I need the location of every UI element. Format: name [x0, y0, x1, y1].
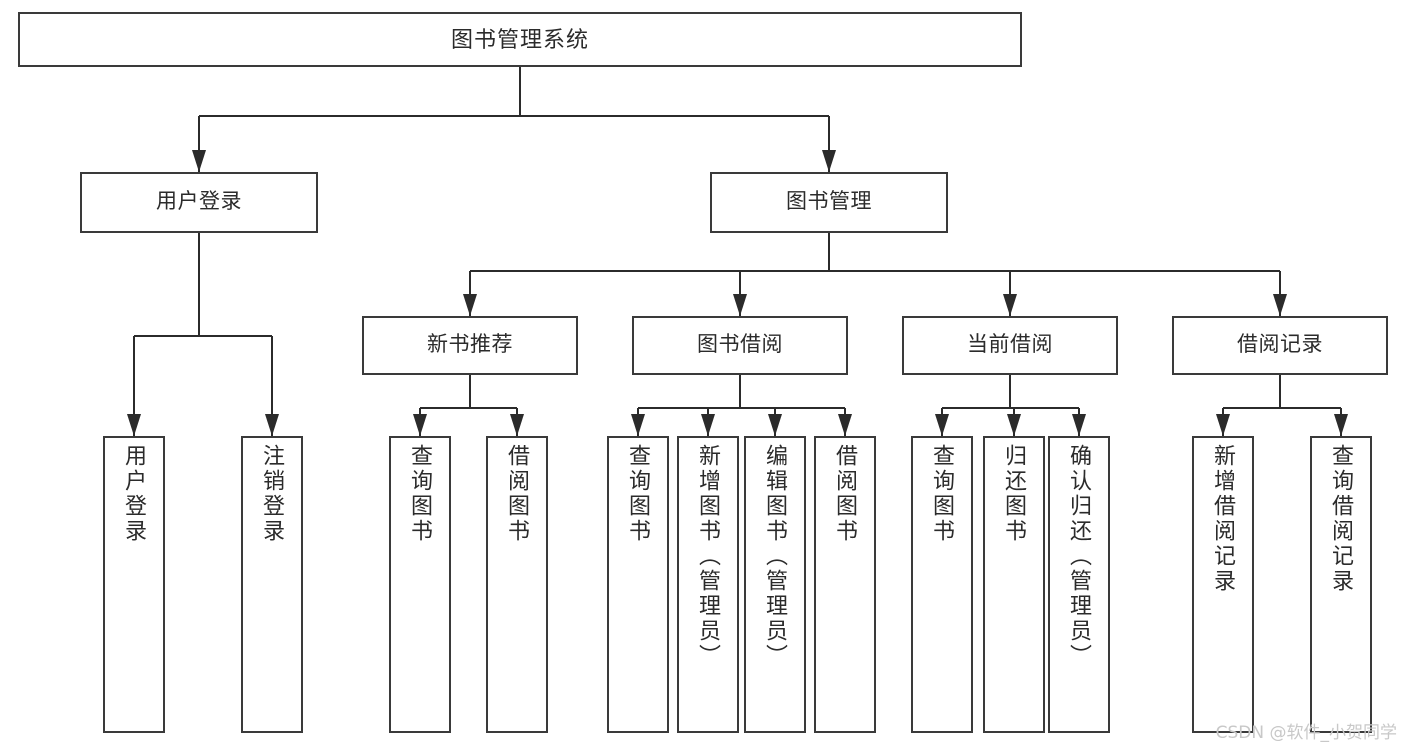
node-current-borrow[interactable]: 当前借阅 — [902, 316, 1118, 375]
node-root[interactable]: 图书管理系统 — [18, 12, 1022, 67]
arrowhead-icon-new-book-rec — [463, 294, 477, 316]
node-leaf-query-1[interactable]: 查询图书 — [389, 436, 451, 733]
node-book-manage[interactable]: 图书管理 — [710, 172, 948, 233]
arrowhead-icon-leaf-borrow-1 — [510, 414, 524, 436]
arrowhead-icon-current-borrow — [1003, 294, 1017, 316]
node-label-new-book-rec: 新书推荐 — [427, 333, 513, 357]
arrowhead-icon-user-login — [192, 150, 206, 172]
node-leaf-add-rec[interactable]: 新增借阅记录 — [1192, 436, 1254, 733]
node-label-leaf-add-rec: 新增借阅记录 — [1211, 444, 1236, 594]
watermark-text: CSDN @软件_小贺同学 — [1215, 723, 1397, 743]
node-label-user-login: 用户登录 — [156, 190, 242, 214]
node-book-borrow[interactable]: 图书借阅 — [632, 316, 848, 375]
node-leaf-query-3[interactable]: 查询图书 — [911, 436, 973, 733]
arrowhead-icon-leaf-query-1 — [413, 414, 427, 436]
node-leaf-confirm[interactable]: 确认归还（管理员） — [1048, 436, 1110, 733]
node-label-borrow-record: 借阅记录 — [1237, 333, 1323, 357]
arrowhead-icon-borrow-record — [1273, 294, 1287, 316]
arrowhead-icon-leaf-borrow-2 — [838, 414, 852, 436]
arrowhead-icon-leaf-logout — [265, 414, 279, 436]
node-label-leaf-borrow-1: 借阅图书 — [505, 444, 530, 544]
node-leaf-logout[interactable]: 注销登录 — [241, 436, 303, 733]
node-leaf-add-book[interactable]: 新增图书（管理员） — [677, 436, 739, 733]
node-leaf-edit-book[interactable]: 编辑图书（管理员） — [744, 436, 806, 733]
node-label-leaf-borrow-2: 借阅图书 — [833, 444, 858, 544]
node-label-leaf-query-rec: 查询借阅记录 — [1329, 444, 1354, 594]
node-label-leaf-query-2: 查询图书 — [626, 444, 651, 544]
node-label-root: 图书管理系统 — [450, 26, 589, 52]
node-label-leaf-logout: 注销登录 — [260, 444, 285, 544]
node-label-leaf-edit-book: 编辑图书（管理员） — [763, 444, 788, 669]
arrowhead-icon-leaf-return — [1007, 414, 1021, 436]
arrowhead-icon-leaf-add-rec — [1216, 414, 1230, 436]
node-leaf-return[interactable]: 归还图书 — [983, 436, 1045, 733]
arrowhead-icon-leaf-query-rec — [1334, 414, 1348, 436]
arrowhead-icon-leaf-add-book — [701, 414, 715, 436]
node-user-login[interactable]: 用户登录 — [80, 172, 318, 233]
arrowhead-icon-leaf-query-3 — [935, 414, 949, 436]
node-leaf-query-2[interactable]: 查询图书 — [607, 436, 669, 733]
arrowhead-icon-leaf-user-login — [127, 414, 141, 436]
node-label-leaf-query-3: 查询图书 — [930, 444, 955, 544]
node-label-leaf-add-book: 新增图书（管理员） — [696, 444, 721, 669]
node-borrow-record[interactable]: 借阅记录 — [1172, 316, 1388, 375]
arrowhead-icon-book-manage — [822, 150, 836, 172]
node-label-leaf-return: 归还图书 — [1002, 444, 1027, 544]
node-label-book-manage: 图书管理 — [786, 190, 872, 214]
arrowhead-icon-book-borrow — [733, 294, 747, 316]
node-leaf-user-login[interactable]: 用户登录 — [103, 436, 165, 733]
node-new-book-rec[interactable]: 新书推荐 — [362, 316, 578, 375]
arrowhead-icon-leaf-edit-book — [768, 414, 782, 436]
node-label-book-borrow: 图书借阅 — [697, 333, 783, 357]
node-label-leaf-confirm: 确认归还（管理员） — [1067, 444, 1092, 669]
arrowhead-icon-leaf-confirm — [1072, 414, 1086, 436]
arrowhead-icon-leaf-query-2 — [631, 414, 645, 436]
node-label-leaf-user-login: 用户登录 — [122, 444, 147, 544]
node-leaf-borrow-2[interactable]: 借阅图书 — [814, 436, 876, 733]
node-label-leaf-query-1: 查询图书 — [408, 444, 433, 544]
node-leaf-borrow-1[interactable]: 借阅图书 — [486, 436, 548, 733]
node-label-current-borrow: 当前借阅 — [967, 333, 1053, 357]
node-leaf-query-rec[interactable]: 查询借阅记录 — [1310, 436, 1372, 733]
